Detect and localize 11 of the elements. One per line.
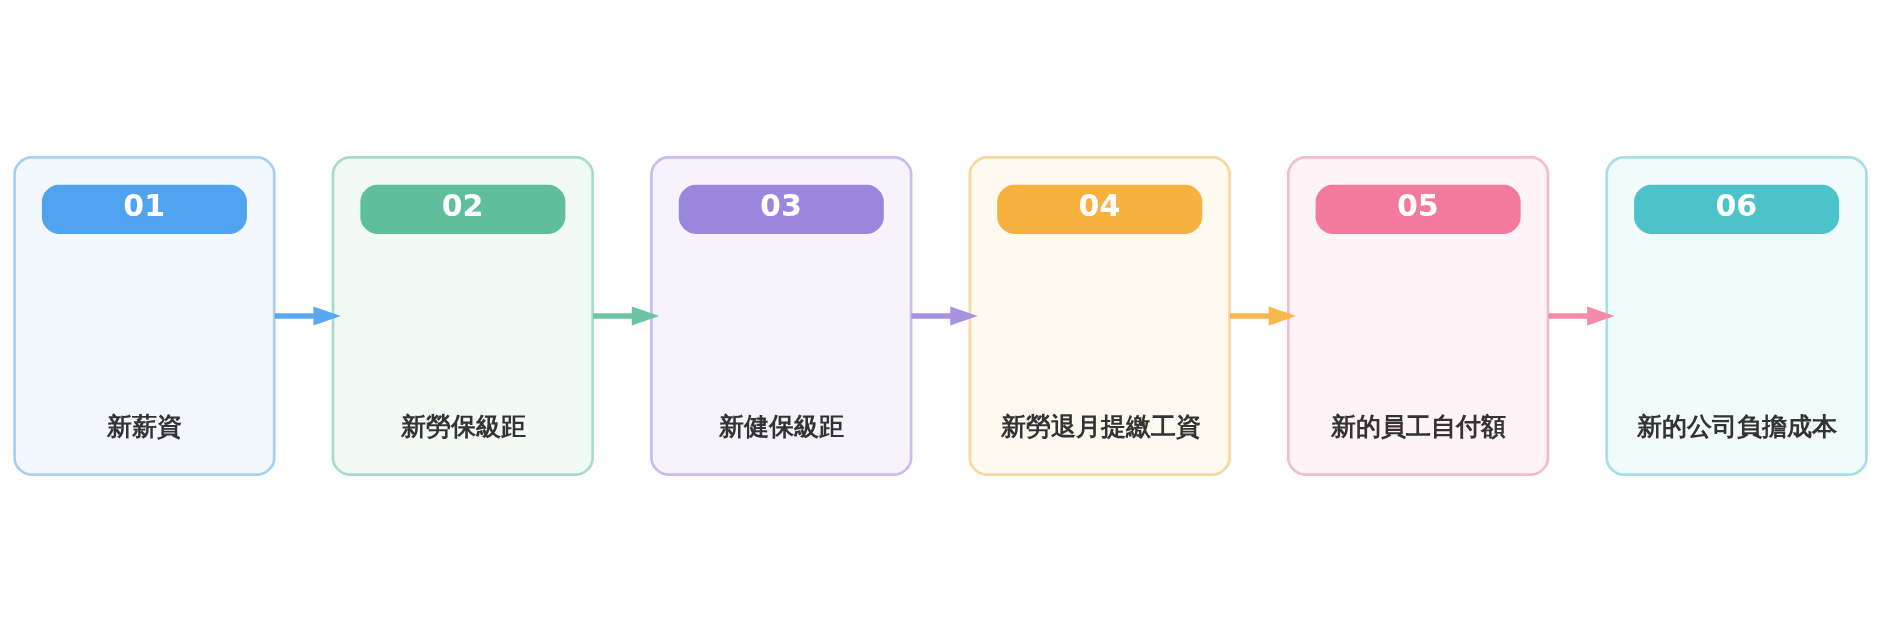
node-box: 06 新的公司負擔成本 [1605,155,1868,476]
node-box: 01 新薪資 [13,155,276,476]
arrow [274,305,341,326]
node-box: 03 新健保級距 [650,155,913,476]
node-box: 04 新勞退月提繳工資 [968,155,1231,476]
node-box: 05 新的員工自付額 [1286,155,1550,476]
arrow [1229,305,1297,326]
arrow [1548,305,1615,326]
arrow [593,305,660,326]
node-box: 02 新勞保級距 [331,155,595,476]
arrow [911,305,978,326]
